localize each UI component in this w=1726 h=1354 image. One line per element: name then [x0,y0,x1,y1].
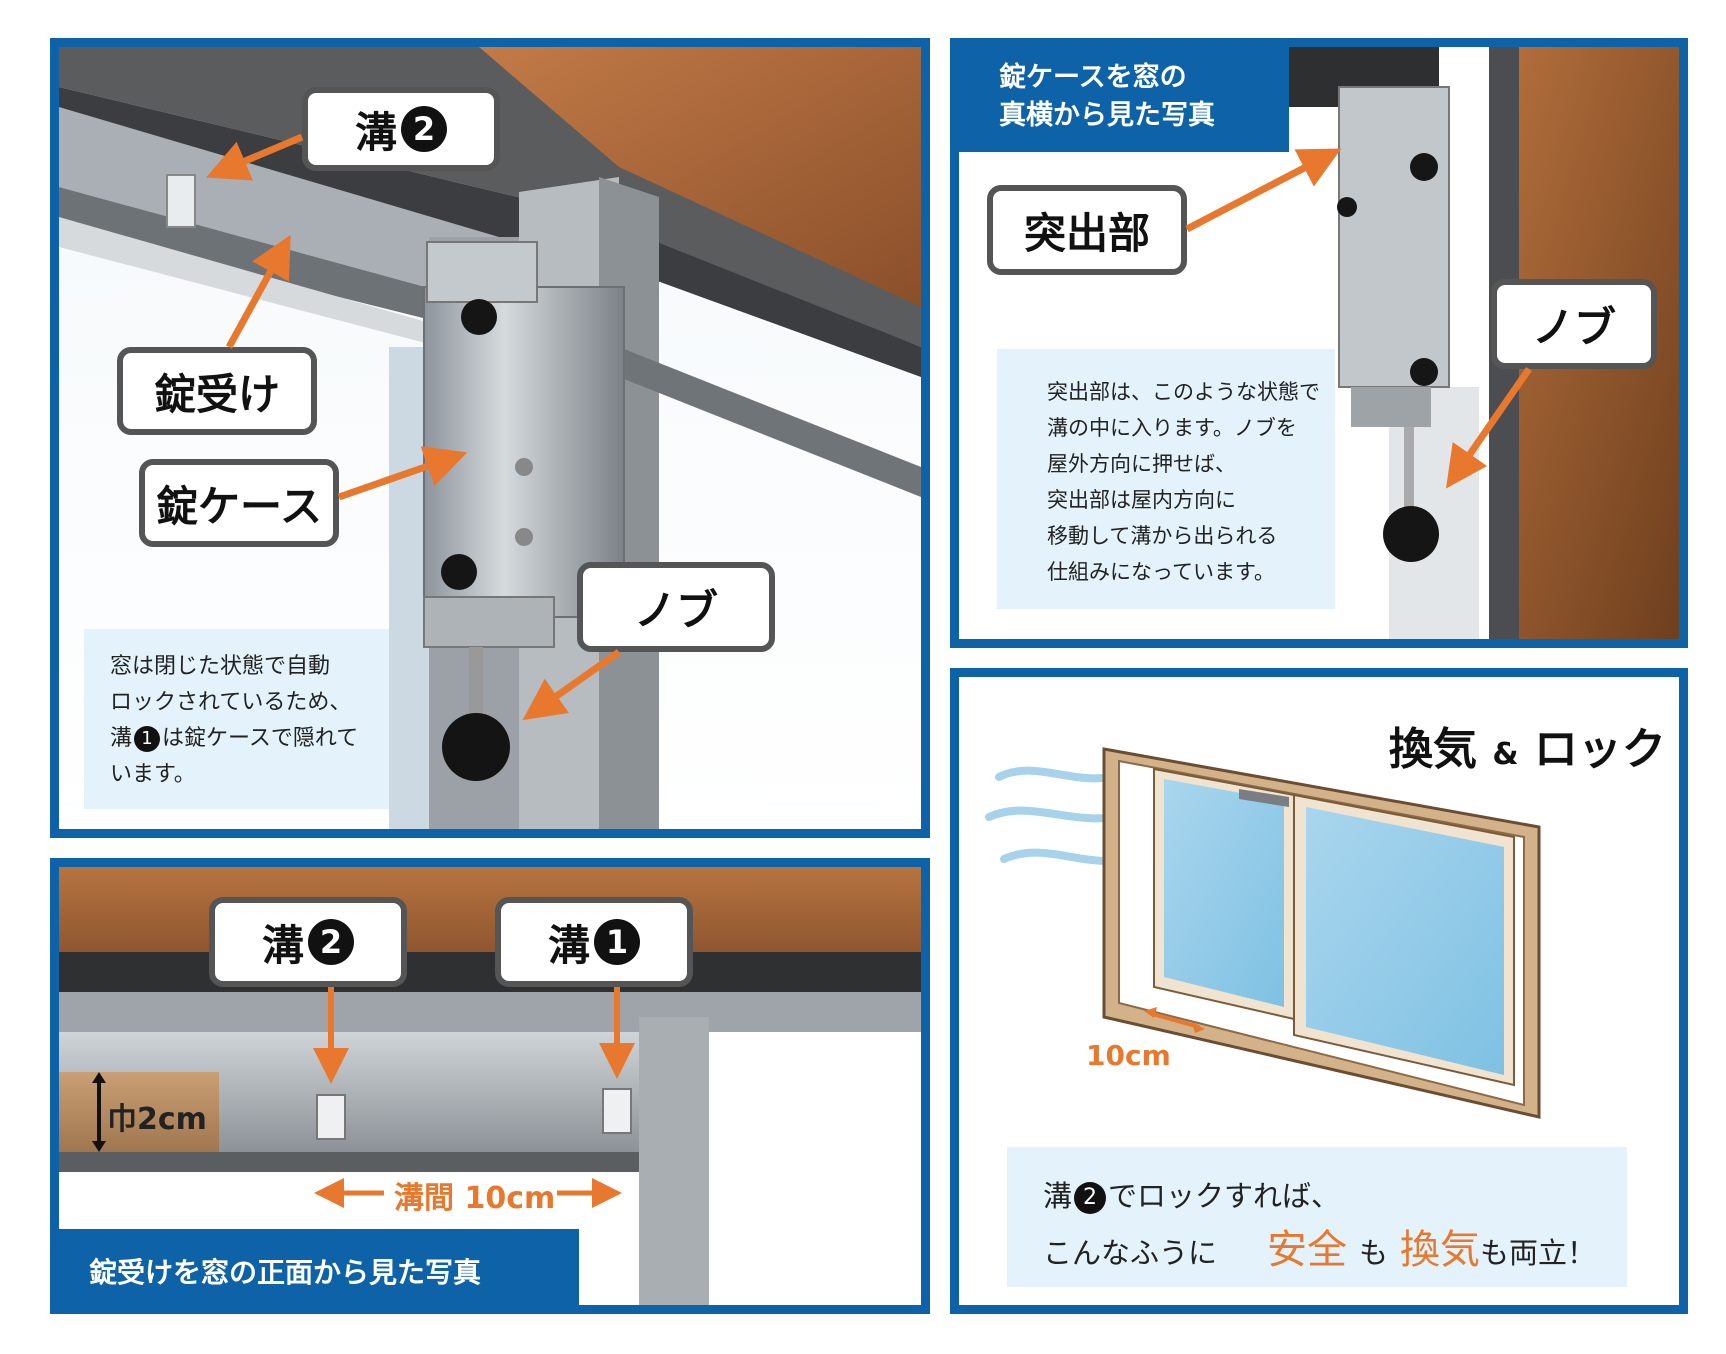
groove2-front-text: 溝 [261,920,304,970]
note-groove-text: 溝 [110,726,133,751]
dim-label: 10cm [1086,1039,1171,1072]
msg-lock-text: でロックすれば、 [1108,1179,1341,1213]
note-protrusion: 突出部は、このような状態で 溝の中に入ります。ノブを 屋外方向に押せば、 突出部… [997,349,1335,609]
note2-line-6: 仕組みになっています。 [1047,560,1275,584]
label-lock-case: 錠ケース [139,459,339,547]
number-1-badge-front: 1 [594,919,640,965]
msg-safety: 安全 [1267,1227,1348,1273]
number-2-badge-front: 2 [308,919,354,965]
label-knob-side: ノブ [1491,279,1657,369]
title-lock: ロック [1533,724,1666,775]
header-side-view: 錠ケースを窓の 真横から見た写真 [959,47,1289,152]
note-line-4: います。 [110,762,196,787]
header-line-1: 錠ケースを窓の [999,62,1187,93]
number-1-badge: 1 [134,726,161,752]
title-vent: 換気 [1389,724,1477,775]
msg-ventilation: 換気 [1400,1227,1481,1273]
msg-mo: も [1359,1236,1389,1270]
title-vent-lock: 換気 & ロック [1389,713,1666,777]
msg-groove: 溝 [1043,1179,1073,1213]
msg-like-this: こんなふうに [1043,1236,1218,1270]
panel-side-view-photo: 錠ケースを窓の 真横から見た写真 突出部 ノブ 突出部は、このような状態で 溝の… [950,38,1688,648]
msg-both: も両立！ [1480,1236,1597,1270]
message-line-2: こんなふうに 安全も換気も両立！ [1043,1223,1627,1280]
number-2-badge: 2 [401,106,447,152]
label-protrusion: 突出部 [987,185,1187,275]
note2-line-3: 屋外方向に押せば、 [1047,452,1236,476]
footer-front-view: 錠受けを窓の正面から見た写真 [59,1229,579,1305]
note2-line-5: 移動して溝から出られる [1047,524,1278,548]
note2-line-4: 突出部は屋内方向に [1047,488,1236,512]
gap-label: 溝間 10cm [394,1181,556,1216]
title-amp: & [1492,737,1519,772]
groove1-front-text: 溝 [547,920,590,970]
note-line-3-text: は錠ケースで隠れて [162,726,359,751]
label-groove2-text: 溝 [354,107,397,157]
width-label: 巾2cm [107,1102,207,1137]
number-2-badge-msg: 2 [1074,1182,1107,1214]
note2-line-1: 突出部は、このような状態で [1047,380,1320,404]
window-illustration [985,747,1541,1119]
note-line-2: ロックされているため、 [110,690,352,715]
header-line-2: 真横から見た写真 [999,100,1215,131]
label-knob: ノブ [577,562,775,652]
note-line-1: 窓は閉じた状態で自動 [110,654,331,679]
note2-line-2: 溝の中に入ります。ノブを [1047,416,1297,440]
label-lock-receiver: 錠受け [117,347,317,435]
